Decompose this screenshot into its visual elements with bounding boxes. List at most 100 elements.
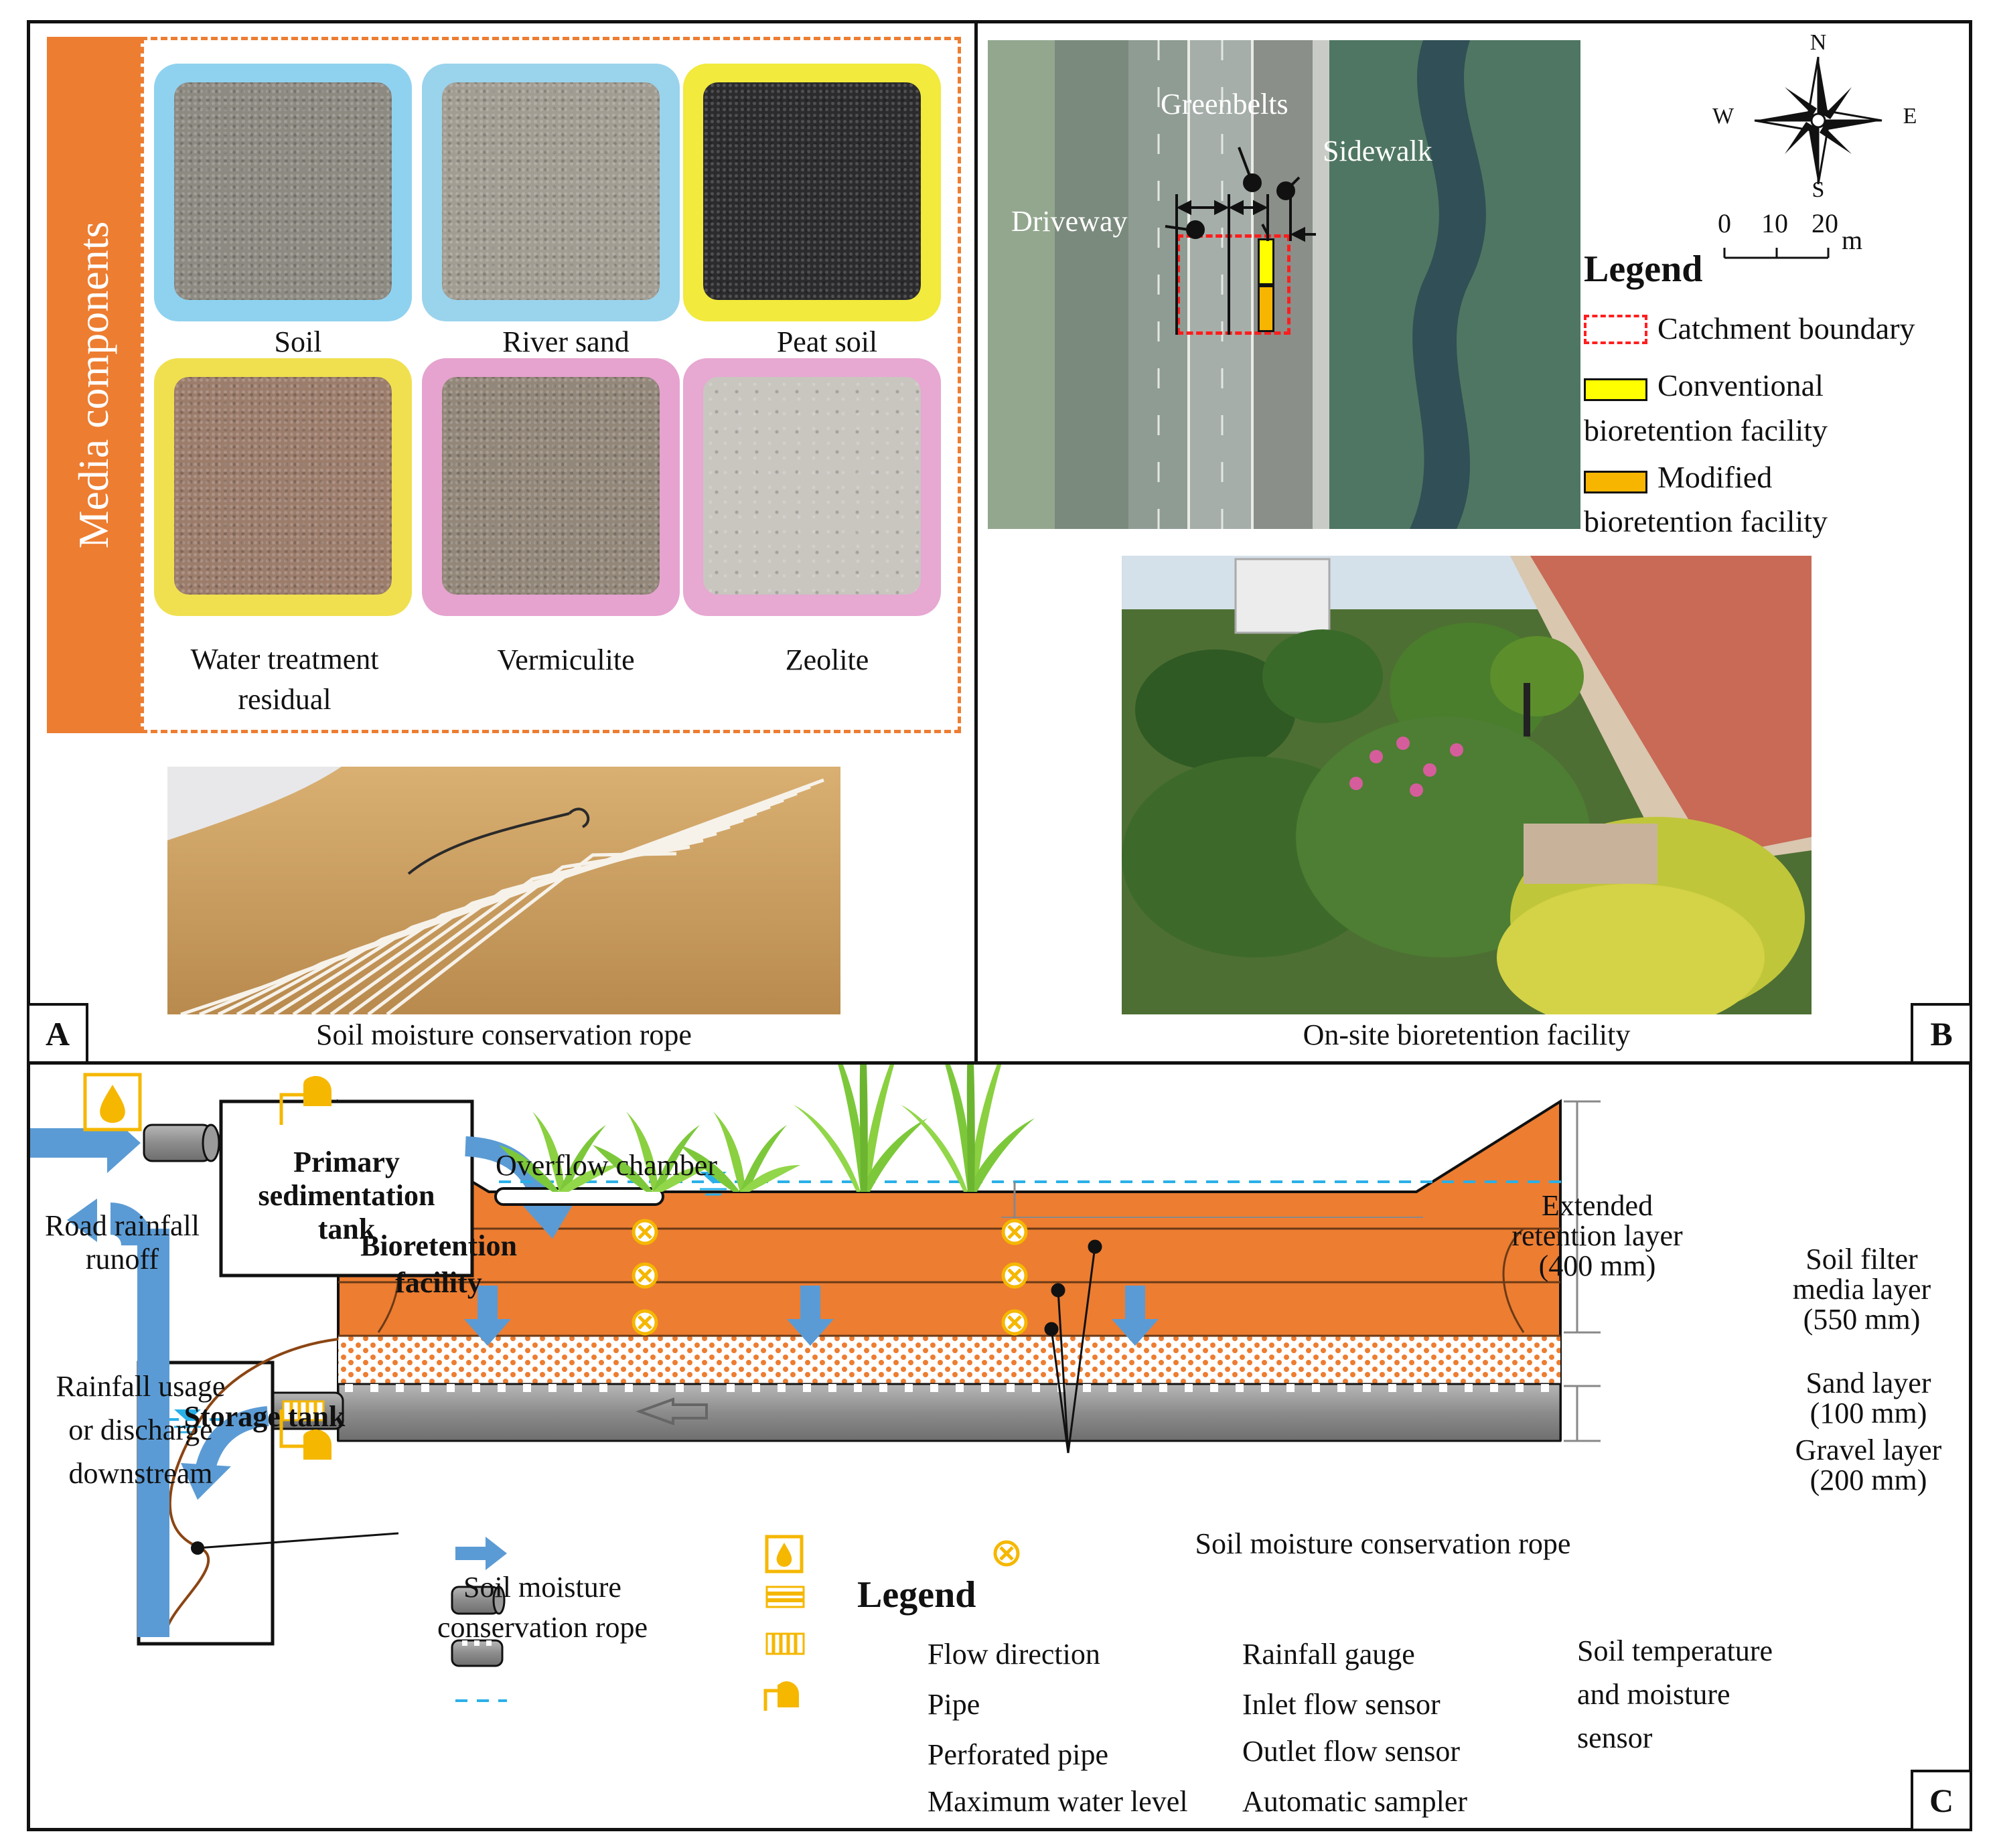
pipe-perforation xyxy=(498,1384,506,1392)
dimension-lines xyxy=(1165,147,1316,335)
pipe-perforation xyxy=(1490,1384,1498,1392)
legend-conventional-line1: Conventional xyxy=(1657,368,1824,402)
panel-letter-a: A xyxy=(27,1003,88,1065)
rope-photo xyxy=(167,767,840,1014)
pipe-perforation xyxy=(879,1384,887,1392)
pipe-perforation xyxy=(905,1384,913,1392)
pipe-perforation xyxy=(828,1384,836,1392)
facility-line1: Bioretention xyxy=(360,1229,517,1262)
extended-line2: retention layer xyxy=(1511,1219,1683,1252)
media-tray-zeolite xyxy=(683,358,941,616)
primary-tank-line1: Primary xyxy=(293,1146,400,1178)
compass-icon xyxy=(1754,56,1883,185)
site-photo xyxy=(1122,556,1812,1014)
media-title-bar: Media components xyxy=(47,37,141,733)
compass-n: N xyxy=(1810,30,1827,55)
pipe-perforation xyxy=(1465,1384,1473,1392)
media-dashed-frame xyxy=(141,37,961,733)
pipe-perforation xyxy=(1363,1384,1371,1392)
pipe-perforation xyxy=(1134,1384,1142,1392)
media-label-water-treatment-residual: Water treatment residual xyxy=(190,643,379,716)
sand-layer-line1: Sand layer xyxy=(1805,1367,1931,1399)
pipe-perforation xyxy=(396,1384,404,1392)
rope-label-bottom: Soil moisture conservation rope xyxy=(1195,1527,1571,1560)
pipe-perforation xyxy=(956,1384,964,1392)
panel-a: Media components Soil River sand Peat so… xyxy=(27,20,978,1065)
rainfall-usage-line1: Rainfall usage xyxy=(56,1370,226,1403)
soil-filter-line2: media layer xyxy=(1792,1273,1931,1306)
aerial-map: Greenbelts Sidewalk Driveway xyxy=(988,40,1580,529)
primary-tank-line3: tank xyxy=(317,1213,376,1245)
scale-unit: m xyxy=(1842,225,1863,255)
media-tray-peat-soil xyxy=(683,64,941,321)
label-driveway: Driveway xyxy=(1011,205,1128,238)
conventional-facility xyxy=(1258,238,1274,285)
scale-0: 0 xyxy=(1718,208,1731,238)
media-sample-zeolite xyxy=(703,377,921,595)
legend-catchment-symbol xyxy=(1584,315,1647,344)
label-greenbelts: Greenbelts xyxy=(1161,88,1288,121)
storage-tank-label: Storage tank xyxy=(183,1400,346,1433)
pipe-perforation xyxy=(599,1384,607,1392)
soil-filter-line1: Soil filter xyxy=(1805,1243,1918,1276)
catchment-boundary xyxy=(1177,234,1290,335)
sand-layer-line2: (100 mm) xyxy=(1810,1397,1927,1430)
legend-b-title: Legend xyxy=(1584,248,1703,290)
legend-perforated-pipe: Perforated pipe xyxy=(928,1738,1108,1771)
panel-b: Greenbelts Sidewalk Driveway N S W E xyxy=(974,20,1972,1065)
media-sample-soil xyxy=(174,82,392,300)
legend-outlet-flow-sensor: Outlet flow sensor xyxy=(1242,1735,1461,1768)
legend-soil-sensor-line1: Soil temperature xyxy=(1577,1634,1773,1667)
legend-soil-sensor-line3: sensor xyxy=(1577,1721,1653,1754)
legend-soil-sensor-line2: and moisture xyxy=(1577,1678,1730,1711)
pipe-perforation xyxy=(345,1384,353,1392)
pipe-perforation xyxy=(676,1384,684,1392)
pipe-perforation xyxy=(548,1384,557,1392)
compass-s: S xyxy=(1812,177,1825,202)
media-label-river-sand: River sand xyxy=(502,325,630,358)
pipe-perforation xyxy=(1414,1384,1422,1392)
pipe-perforation xyxy=(1185,1384,1193,1392)
pipe-perforation xyxy=(930,1384,938,1392)
media-label-soil: Soil xyxy=(274,325,322,358)
panel-letter-b: B xyxy=(1911,1003,1972,1065)
pipe-perforation xyxy=(701,1384,709,1392)
pipe-perforation xyxy=(421,1384,429,1392)
legend-rainfall-gauge: Rainfall gauge xyxy=(1242,1638,1415,1671)
pipe-perforation xyxy=(1541,1384,1549,1392)
extended-line3: (400 mm) xyxy=(1538,1249,1656,1282)
pipe-perforation xyxy=(625,1384,633,1392)
soil-filter-line3: (550 mm) xyxy=(1803,1303,1921,1336)
legend-catchment-label: Catchment boundary xyxy=(1657,311,1915,345)
primary-tank-line2: sedimentation xyxy=(258,1179,435,1212)
pipe-perforation xyxy=(1159,1384,1167,1392)
legend-c-title: Legend xyxy=(857,1574,976,1616)
pipe-perforation xyxy=(472,1384,480,1392)
pipe-perforation xyxy=(447,1384,455,1392)
pipe-perforation xyxy=(1108,1384,1116,1392)
pipe-perforation xyxy=(854,1384,862,1392)
pipe-perforation xyxy=(803,1384,811,1392)
scale-10: 10 xyxy=(1761,208,1788,238)
media-title: Media components xyxy=(70,221,117,549)
media-tray-vermiculite xyxy=(422,358,680,616)
rainfall-usage-line2: or discharge xyxy=(68,1413,213,1446)
media-sample-river-sand xyxy=(442,82,660,300)
rope-label-tank-line2: conservation rope xyxy=(437,1611,648,1644)
pipe-perforation xyxy=(523,1384,531,1392)
panel-c: Road rainfall runoff Primary sedimentati… xyxy=(27,1061,1972,1831)
rope-caption: Soil moisture conservation rope xyxy=(316,1018,692,1051)
pipe-perforation xyxy=(1083,1384,1091,1392)
legend-modified-line1: Modified xyxy=(1657,460,1773,494)
pipe-perforation xyxy=(1210,1384,1218,1392)
media-label-peat-soil: Peat soil xyxy=(776,325,878,358)
pipe-perforation xyxy=(574,1384,582,1392)
rainfall-usage-line3: downstream xyxy=(68,1457,213,1490)
pipe-perforation xyxy=(1516,1384,1524,1392)
media-label-vermiculite: Vermiculite xyxy=(497,643,635,676)
pipe-perforation xyxy=(1286,1384,1295,1392)
media-tray-river-sand xyxy=(422,64,680,321)
legend-modified-line2: bioretention facility xyxy=(1584,504,1828,538)
compass-w: W xyxy=(1712,104,1734,129)
panel-letter-c: C xyxy=(1911,1770,1972,1831)
